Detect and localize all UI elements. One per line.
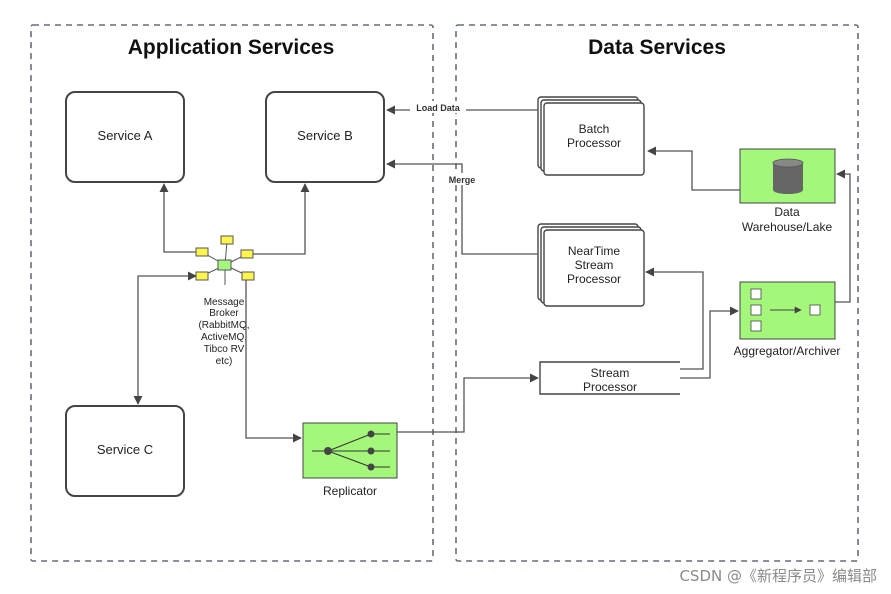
edge-broker-service-c	[133, 271, 197, 405]
neartime-stream-processor-box	[537, 223, 645, 307]
svg-text:etc): etc)	[216, 356, 233, 367]
edge-broker-service-a	[159, 183, 196, 253]
svg-text:(RabbitMQ,: (RabbitMQ,	[198, 320, 249, 331]
aggregator-icon	[739, 281, 836, 340]
data-services-group	[455, 24, 859, 562]
edge-replicator-stream	[397, 373, 539, 433]
edge-aggregator-warehouse	[835, 169, 851, 303]
stream-processor-box	[539, 361, 680, 395]
message-broker-label: Message Broker (RabbitMQ, ActiveMQ, Tibc…	[198, 297, 249, 367]
service-b-label: Service B	[297, 128, 353, 143]
svg-text:Stream: Stream	[575, 258, 614, 272]
edge-broker-service-b	[253, 183, 310, 255]
edge-label-load-data: Load Data	[416, 103, 461, 113]
service-b-box	[265, 91, 385, 183]
edge-neartime-service-b	[386, 159, 538, 255]
message-broker-icon	[195, 235, 255, 285]
data-services-title: Data Services	[588, 36, 726, 59]
svg-text:Batch: Batch	[579, 122, 610, 136]
svg-text:Message: Message	[204, 297, 245, 308]
svg-text:Warehouse/Lake: Warehouse/Lake	[742, 220, 833, 234]
edge-stream-neartime	[645, 267, 704, 370]
application-services-group	[30, 24, 434, 562]
neartime-stream-processor-label: NearTime Stream Processor	[567, 244, 621, 286]
watermark: CSDN @《新程序员》编辑部	[679, 567, 877, 585]
service-a-label: Service A	[98, 128, 153, 143]
edge-warehouse-batch	[647, 146, 740, 191]
replicator-label: Replicator	[323, 484, 377, 498]
edge-stream-aggregator	[680, 306, 739, 379]
svg-text:Tibco RV: Tibco RV	[204, 344, 245, 355]
svg-text:Processor: Processor	[583, 380, 637, 394]
database-icon	[772, 158, 804, 194]
svg-text:Processor: Processor	[567, 272, 621, 286]
edge-label-merge: Merge	[449, 175, 476, 185]
svg-text:Data: Data	[774, 205, 800, 219]
batch-processor-label: Batch Processor	[567, 122, 621, 150]
svg-text:NearTime: NearTime	[568, 244, 621, 258]
svg-text:Broker: Broker	[209, 308, 239, 319]
replicator-icon	[302, 422, 398, 479]
stream-processor-label: Stream Processor	[583, 366, 637, 394]
service-c-box	[65, 405, 185, 497]
service-c-label: Service C	[97, 442, 153, 457]
svg-text:Processor: Processor	[567, 136, 621, 150]
svg-text:ActiveMQ,: ActiveMQ,	[201, 332, 247, 343]
application-services-title: Application Services	[128, 36, 335, 59]
batch-processor-box	[537, 96, 645, 176]
service-a-box	[65, 91, 185, 183]
svg-text:Stream: Stream	[591, 366, 630, 380]
data-warehouse-label: Data Warehouse/Lake	[742, 205, 833, 234]
aggregator-label: Aggregator/Archiver	[734, 344, 841, 358]
edge-broker-replicator	[245, 280, 302, 443]
